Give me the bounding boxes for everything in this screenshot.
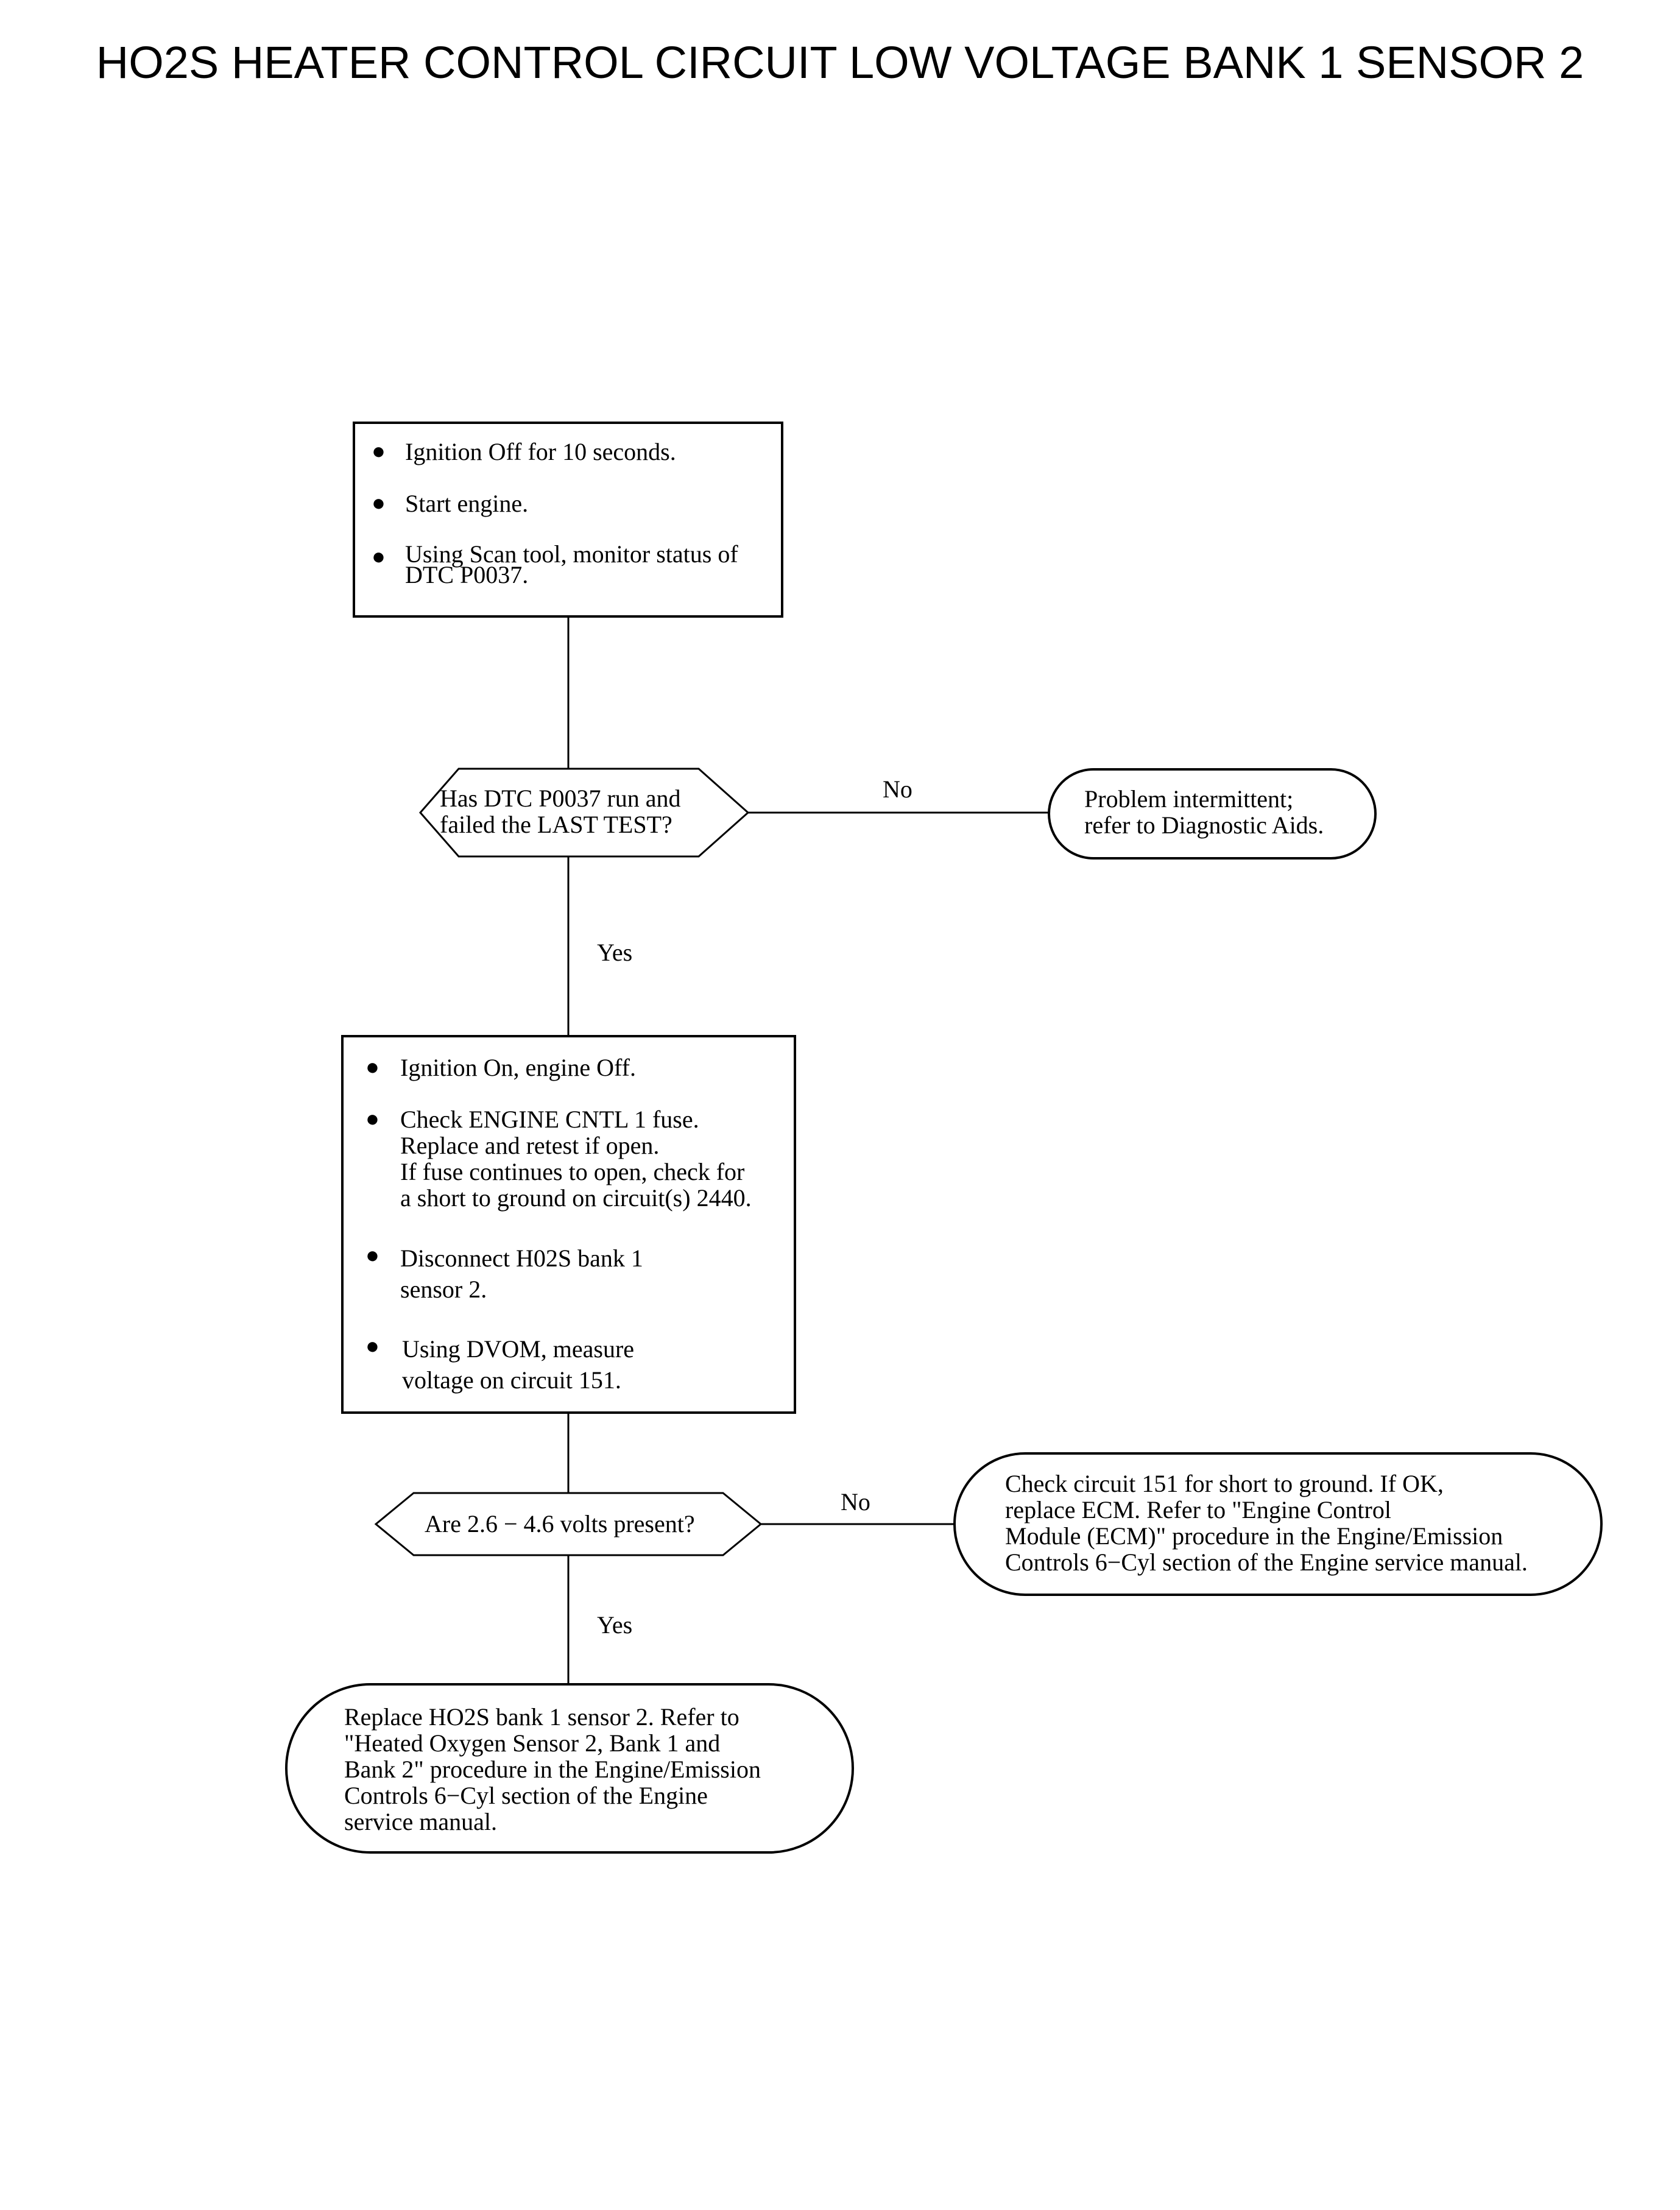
decision1-question: Has DTC P0037 run and failed the LAST TE… (440, 785, 681, 838)
step2-box (341, 1035, 796, 1414)
decision1-no-label: No (883, 775, 912, 803)
page-title: HO2S HEATER CONTROL CIRCUIT LOW VOLTAGE … (96, 37, 1584, 88)
result-intermittent (1048, 768, 1377, 860)
result-replace-sensor-text: Replace HO2S bank 1 sensor 2. Refer to "… (344, 1703, 761, 1835)
decision1-yes-label: Yes (597, 939, 633, 966)
result-check-circuit-text: Check circuit 151 for short to ground. I… (1005, 1470, 1528, 1576)
step1-box (353, 422, 783, 618)
decision2-no-label: No (841, 1488, 870, 1516)
result-replace-sensor (285, 1683, 854, 1854)
decision2-yes-label: Yes (597, 1611, 633, 1639)
result-check-circuit (953, 1452, 1603, 1596)
decision2-question: Are 2.6 − 4.6 volts present? (425, 1510, 695, 1537)
decision1-diamond (419, 768, 750, 858)
decision2-diamond (374, 1492, 763, 1556)
result-intermittent-text: Problem intermittent; refer to Diagnosti… (1084, 785, 1324, 839)
